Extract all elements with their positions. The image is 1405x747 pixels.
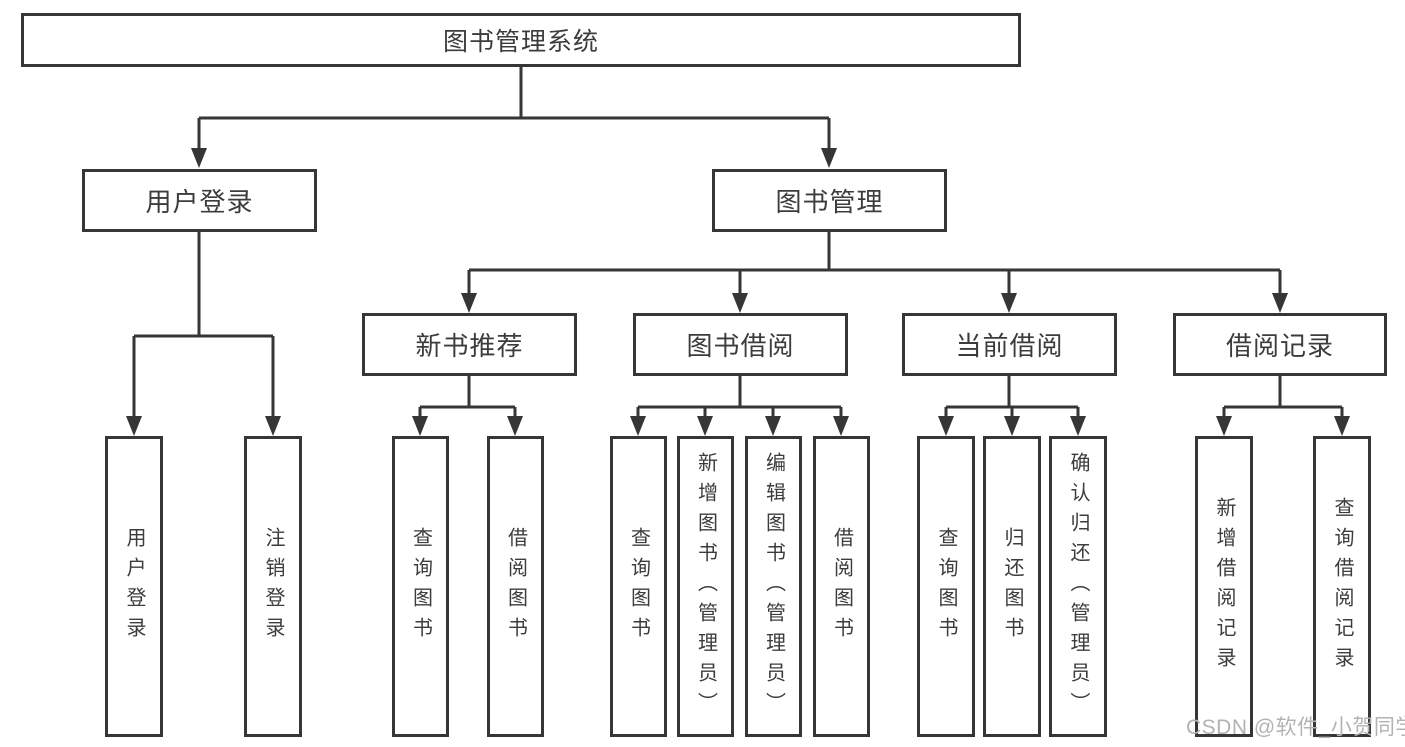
arrow-icon [732,293,748,313]
arrow-icon [1004,416,1020,436]
leaf-query-books-recommend: 查询图书 [392,436,449,737]
arrow-icon [507,416,523,436]
arrow-icon [265,416,281,436]
leaf-query-borrow-record: 查询借阅记录 [1313,436,1371,737]
node-library-management-system: 图书管理系统 [21,13,1021,67]
leaf-logout: 注销登录 [244,436,302,737]
leaf-query-books-borrowing: 查询图书 [610,436,667,737]
leaf-add-borrow-record: 新增借阅记录 [1195,436,1253,737]
leaf-query-books-current: 查询图书 [917,436,975,737]
arrow-icon [1272,293,1288,313]
leaf-confirm-return-admin: 确认归还（管理员） [1049,436,1107,737]
arrow-icon [697,416,713,436]
leaf-return-book: 归还图书 [983,436,1041,737]
arrow-icon [1216,416,1232,436]
node-book-borrowing: 图书借阅 [633,313,848,376]
arrow-icon [1001,293,1017,313]
arrow-icon [412,416,428,436]
csdn-watermark: CSDN @软件_小贺同学 [1186,716,1405,739]
arrowheads [126,148,1350,436]
arrow-icon [1070,416,1086,436]
leaf-borrow-books: 借阅图书 [813,436,870,737]
arrow-icon [938,416,954,436]
node-current-borrowing: 当前借阅 [902,313,1117,376]
arrow-icon [630,416,646,436]
leaf-add-book-admin: 新增图书（管理员） [677,436,734,737]
leaf-edit-book-admin: 编辑图书（管理员） [745,436,802,737]
node-book-management-branch: 图书管理 [712,169,947,232]
node-new-book-recommend: 新书推荐 [362,313,577,376]
arrow-icon [821,148,837,168]
node-borrow-records: 借阅记录 [1173,313,1387,376]
node-user-login-branch: 用户登录 [82,169,317,232]
arrow-icon [126,416,142,436]
arrow-icon [765,416,781,436]
arrow-icon [1334,416,1350,436]
arrow-icon [461,293,477,313]
leaf-user-login: 用户登录 [105,436,163,737]
arrow-icon [191,148,207,168]
arrow-icon [833,416,849,436]
leaf-borrow-books-recommend: 借阅图书 [487,436,544,737]
